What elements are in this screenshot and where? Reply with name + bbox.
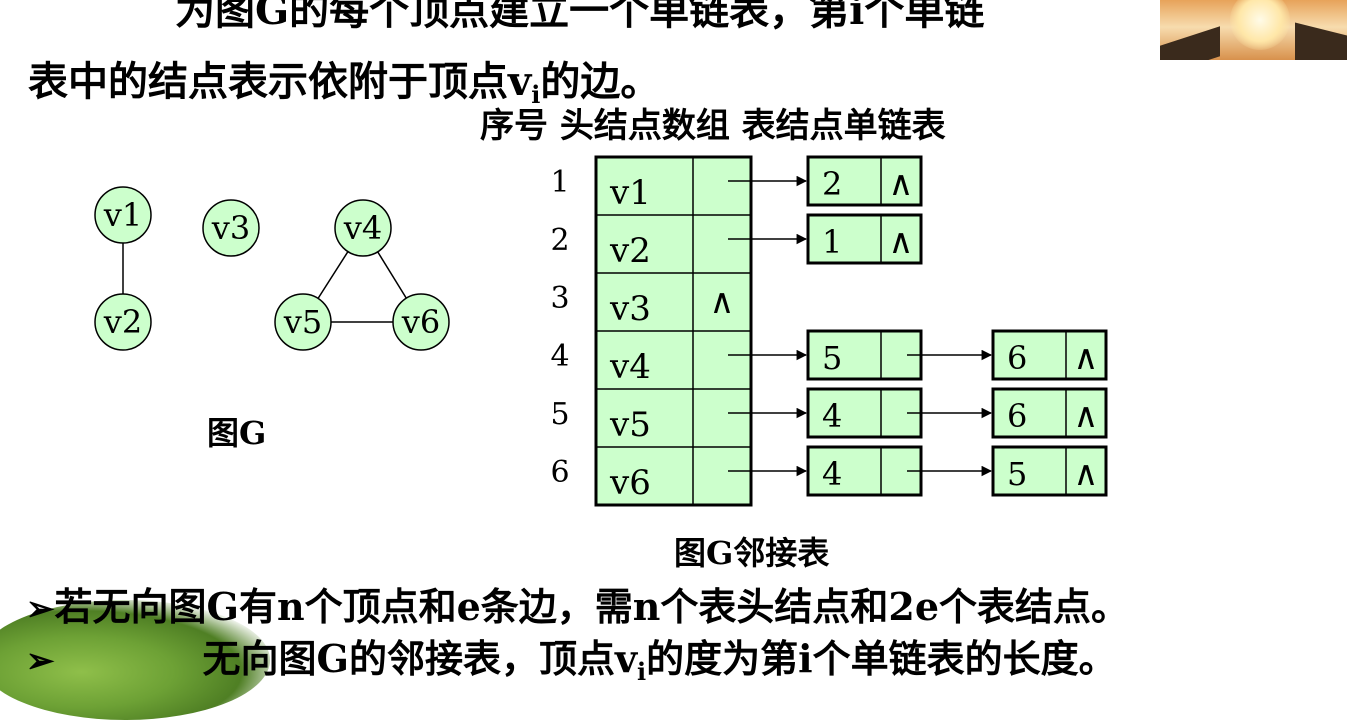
null-pointer: ∧ (1074, 338, 1099, 378)
list-node-value: 4 (822, 397, 842, 435)
adjacency-caption: 图G邻接表 (674, 534, 830, 572)
vertex-v4 (334, 199, 392, 257)
null-pointer: ∧ (1074, 454, 1099, 494)
bullet-line-2-tail: 的度为第i个单链表的长度。 (646, 636, 1117, 681)
head-node-v6: v6 (609, 463, 651, 503)
head-node-v4: v4 (609, 347, 651, 387)
intro-line-2: 表中的结点表示依附于顶点vi的边。 (28, 49, 660, 109)
subscript-i: i (637, 657, 647, 686)
table-header: 序号 头结点数组 表结点单链表 (480, 106, 946, 146)
row-index: 6 (550, 455, 569, 490)
list-node-value: 5 (1007, 455, 1027, 493)
graph-caption: 图G (207, 414, 267, 452)
sun-glow (1230, 0, 1290, 50)
vertex-label-v2: v2 (103, 303, 142, 341)
head-node-v1: v1 (609, 173, 651, 213)
bullet-line-1-text: 若无向图G有n个顶点和e条边，需n个表头结点和2e个表结点。 (54, 584, 1130, 629)
null-pointer: ∧ (889, 164, 914, 204)
bullet-arrow-icon: ➢ (26, 589, 55, 629)
null-pointer-head: ∧ (710, 282, 735, 322)
row-index: 2 (550, 223, 569, 258)
sunset-decoration-image (1160, 0, 1347, 60)
bullet-line-2-text: 无向图G的邻接表，顶点v (202, 636, 638, 681)
list-node (991, 329, 1108, 381)
bullet-arrow-icon: ➢ (26, 641, 55, 681)
vertex-v5 (274, 293, 332, 351)
bullet-line-1: ➢若无向图G有n个顶点和e条边，需n个表头结点和2e个表结点。 (26, 576, 1129, 631)
list-node (991, 445, 1108, 497)
vertex-label-v6: v6 (401, 303, 440, 341)
vertex-v1 (94, 186, 152, 244)
vertex-label-v4: v4 (343, 209, 382, 247)
head-node-v5: v5 (609, 405, 651, 445)
subscript-i: i (531, 80, 541, 109)
list-node-value: 1 (822, 223, 842, 261)
row-index: 4 (550, 339, 569, 374)
list-node-value: 4 (822, 455, 842, 493)
list-node (806, 213, 923, 265)
row-index: 3 (550, 281, 569, 316)
graph-and-adjacency-diagram: v1 v2 v3 v4 v5 v6 v1 1 2 ∧ v2 2 1 ∧ v3 3 ∧ v4 4 5 6 ∧ v5 5 4 6 ∧ v6… (94, 155, 1108, 507)
vertex-v6 (392, 293, 450, 351)
list-node-value: 5 (822, 339, 842, 377)
null-pointer: ∧ (1074, 396, 1099, 436)
list-node-value: 6 (1007, 339, 1027, 377)
vertex-label-v5: v5 (283, 303, 322, 341)
intro-line-2-text: 表中的结点表示依附于顶点v (28, 58, 532, 105)
head-node-v3: v3 (609, 289, 651, 329)
null-pointer: ∧ (889, 222, 914, 262)
vertex-label-v1: v1 (103, 196, 142, 234)
list-node-value: 6 (1007, 397, 1027, 435)
list-node-value: 2 (822, 165, 842, 203)
list-node (806, 155, 923, 207)
vertex-v3 (202, 199, 260, 257)
vertex-v2 (94, 293, 152, 351)
head-node-v2: v2 (609, 231, 651, 271)
row-index: 1 (550, 165, 569, 200)
intro-line-1: 为图G的每个顶点建立一个单链表，第i个单链 (175, 0, 985, 34)
row-index: 5 (550, 397, 569, 432)
list-node (806, 445, 923, 497)
bullet-line-2: ➢ 无向图G的邻接表，顶点vi的度为第i个单链表的长度。 (26, 628, 1117, 686)
list-node (806, 329, 923, 381)
list-node (991, 387, 1108, 439)
intro-line-2-tail: 的边。 (540, 58, 661, 105)
vertex-label-v3: v3 (211, 209, 250, 247)
